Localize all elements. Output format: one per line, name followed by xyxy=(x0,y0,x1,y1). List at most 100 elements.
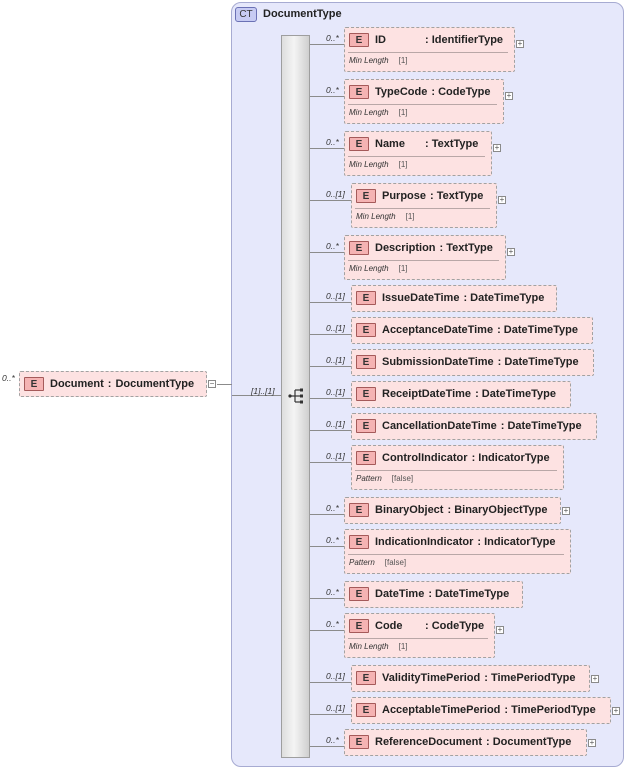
element-name: Name xyxy=(375,138,405,150)
connector-line xyxy=(310,630,344,631)
connector-line xyxy=(310,714,351,715)
facet-name: Min Length xyxy=(349,642,389,651)
collapse-icon[interactable]: − xyxy=(208,379,216,388)
cardinality-label: 0..* xyxy=(326,241,339,251)
element-badge-icon: E xyxy=(349,137,369,151)
element-type: : CodeType xyxy=(431,86,491,98)
element-badge-icon: E xyxy=(356,189,376,203)
facet-value: [1] xyxy=(398,56,408,65)
facet-separator xyxy=(348,156,485,157)
element-type: : DateTimeType xyxy=(463,292,545,304)
facet-separator xyxy=(355,208,490,209)
connector-line xyxy=(310,366,351,367)
element-type: : DateTimeType xyxy=(497,324,578,336)
facet-row: Min Length[1] xyxy=(349,108,408,117)
element-name: IssueDateTime xyxy=(382,292,460,304)
element-type: : BinaryObjectType xyxy=(447,504,548,516)
element-name: AcceptanceDateTime xyxy=(382,324,494,336)
element-badge-icon: E xyxy=(356,671,376,685)
element-validitytimeperiod-box[interactable]: E ValidityTimePeriod: TimePeriodType xyxy=(351,665,590,692)
cardinality-label: 0..* xyxy=(326,137,339,147)
facet-value: [false] xyxy=(391,474,414,483)
expand-icon[interactable]: + xyxy=(562,506,570,515)
element-type: : TextType xyxy=(439,242,493,254)
element-name: ValidityTimePeriod xyxy=(382,672,481,684)
element-type: : DateTimeType xyxy=(500,420,582,432)
element-badge-icon: E xyxy=(356,419,376,433)
facet-row: Pattern [false] xyxy=(349,558,406,567)
expand-icon[interactable]: + xyxy=(498,195,506,204)
cardinality-label: 0..[1] xyxy=(326,323,345,333)
connector-line xyxy=(310,598,344,599)
facet-row: Pattern [false] xyxy=(356,474,413,483)
element-type: : IndicatorType xyxy=(477,536,556,548)
facet-value: [false] xyxy=(384,558,407,567)
element-type: : TimePeriodType xyxy=(484,672,576,684)
element-name: ReceiptDateTime xyxy=(382,388,472,400)
element-name: DateTime xyxy=(375,588,425,600)
expand-icon[interactable]: + xyxy=(588,738,596,747)
element-badge-icon: E xyxy=(349,735,369,749)
complex-type-header: CT DocumentType xyxy=(235,6,342,22)
expand-icon[interactable]: + xyxy=(516,39,524,48)
facet-name: Pattern xyxy=(349,558,375,567)
expand-icon[interactable]: + xyxy=(505,91,513,100)
cardinality-label: 0..[1] xyxy=(326,419,345,429)
expand-icon[interactable]: + xyxy=(496,625,504,634)
element-type: : DocumentType xyxy=(485,736,572,748)
element-name: Description xyxy=(375,242,436,254)
element-type: : IndicatorType xyxy=(471,452,550,464)
connector-line xyxy=(310,514,344,515)
expand-icon[interactable]: + xyxy=(591,674,599,683)
connector-line xyxy=(310,430,351,431)
facet-row: Min Length[1] xyxy=(349,160,408,169)
element-name: SubmissionDateTime xyxy=(382,356,494,368)
facet-name: Min Length xyxy=(349,108,389,117)
facet-name: Pattern xyxy=(356,474,382,483)
root-element-type: DocumentType xyxy=(115,378,195,390)
root-element-name: Document xyxy=(50,378,104,390)
element-name: ControlIndicator xyxy=(382,452,468,464)
element-cancellationdatetime-box[interactable]: E CancellationDateTime: DateTimeType xyxy=(351,413,597,440)
connector-line xyxy=(310,252,344,253)
connector-line xyxy=(310,682,351,683)
expand-icon[interactable]: + xyxy=(612,706,620,715)
facet-name: Min Length xyxy=(349,160,389,169)
cardinality-label: 0..[1] xyxy=(326,387,345,397)
connector-line xyxy=(232,395,282,396)
facet-name: Min Length xyxy=(356,212,396,221)
expand-icon[interactable]: + xyxy=(507,247,515,256)
root-element-box[interactable]: E Document : DocumentType xyxy=(19,371,207,397)
expand-icon[interactable]: + xyxy=(493,143,501,152)
facet-separator xyxy=(348,260,499,261)
facet-separator xyxy=(348,554,564,555)
element-badge-icon: E xyxy=(349,241,369,255)
facet-value: [1] xyxy=(398,642,408,651)
cardinality-label: 0..* xyxy=(326,33,339,43)
root-cardinality: 0..* xyxy=(2,373,15,383)
cardinality-label: 0..* xyxy=(326,619,339,629)
facet-name: Min Length xyxy=(349,56,389,65)
connector-line xyxy=(310,546,344,547)
facet-separator xyxy=(348,104,497,105)
element-type: : TextType xyxy=(425,138,479,150)
connector-line xyxy=(310,746,344,747)
element-name: CancellationDateTime xyxy=(382,420,497,432)
